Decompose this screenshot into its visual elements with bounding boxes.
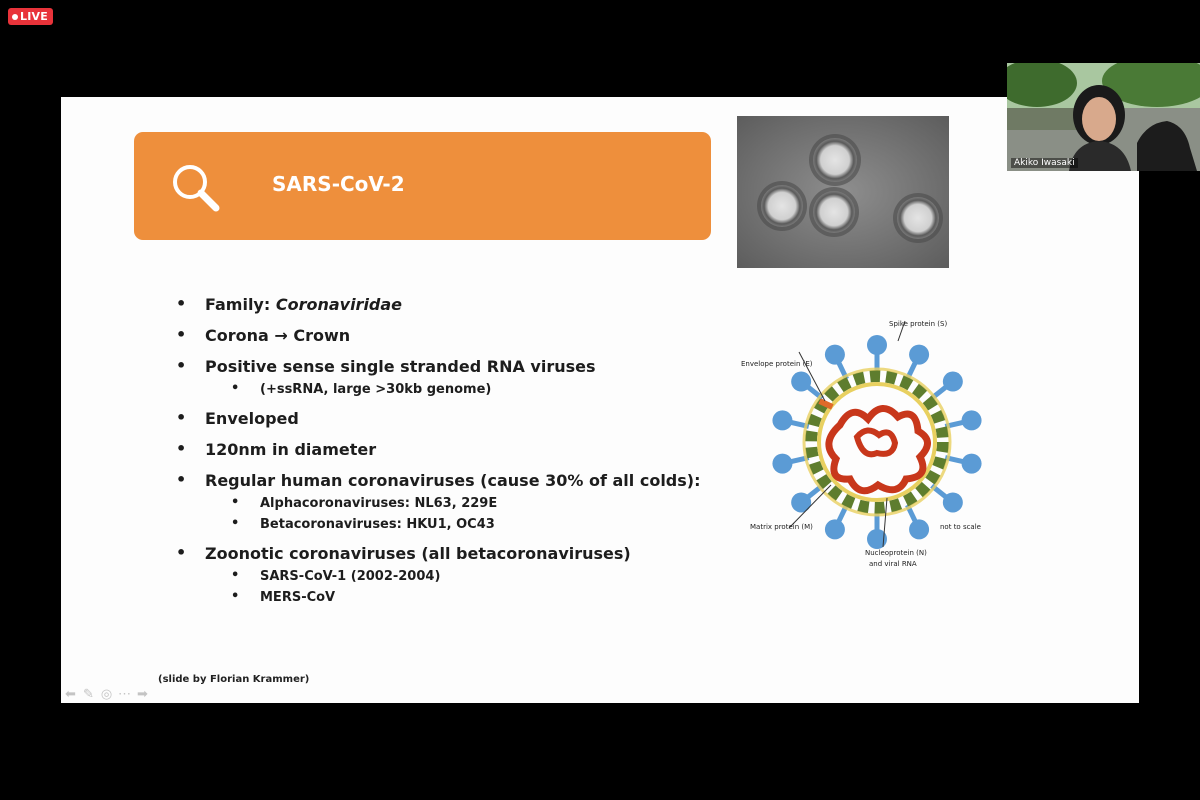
spike-head <box>772 453 793 474</box>
bullet-corona: Corona → Crown <box>176 325 736 349</box>
bullet-family: Family: Coronaviridae <box>176 294 736 318</box>
pen-icon[interactable]: ✎ <box>83 686 94 701</box>
spike-head <box>961 453 982 474</box>
label-spike: Spike protein (S) <box>889 320 947 328</box>
spike-head <box>961 410 982 431</box>
live-dot-icon <box>12 13 18 20</box>
viral-rna-strand <box>825 405 931 495</box>
webcam-participant-name: Akiko Iwasaki <box>1011 158 1078 168</box>
live-label: LIVE <box>20 10 48 23</box>
label-matrix: Matrix protein (M) <box>750 523 813 531</box>
bullet-mers: MERS-CoV <box>176 589 736 609</box>
slide-credit: (slide by Florian Krammer) <box>158 674 310 685</box>
next-slide-icon[interactable]: ➡ <box>137 686 148 701</box>
webcam-video <box>1007 63 1200 171</box>
electron-micrograph-image <box>737 116 949 268</box>
slides-overview-icon[interactable]: ◎ <box>100 686 113 701</box>
magnifier-icon <box>173 165 220 212</box>
spike-head <box>867 335 887 355</box>
spike-head <box>909 519 930 540</box>
bullet-rna: Positive sense single stranded RNA virus… <box>176 356 736 380</box>
envelope-ring <box>817 382 937 502</box>
bullet-beta: Betacoronaviruses: HKU1, OC43 <box>176 516 736 536</box>
spike-head <box>909 344 930 365</box>
spike-head <box>867 529 887 549</box>
spike-head <box>942 492 963 513</box>
spike-head <box>772 410 793 431</box>
spike-head <box>824 344 845 365</box>
label-not-to-scale: not to scale <box>940 523 981 531</box>
slide-title: SARS-CoV-2 <box>272 172 405 196</box>
spike-head <box>942 371 963 392</box>
bullet-regular-human: Regular human coronaviruses (cause 30% o… <box>176 470 736 494</box>
membrane-ring <box>805 370 949 514</box>
bullet-diameter: 120nm in diameter <box>176 439 736 463</box>
more-options-icon[interactable]: ⋯ <box>118 686 131 701</box>
virus-structure-diagram: Spike protein (S) Envelope protein (E) M… <box>741 320 982 568</box>
spike-head <box>824 519 845 540</box>
label-viral-rna: and viral RNA <box>869 560 917 568</box>
previous-slide-icon[interactable]: ⬅ <box>65 686 76 701</box>
bullet-list: Family: Coronaviridae Corona → Crown Pos… <box>176 294 736 609</box>
bullet-zoonotic: Zoonotic coronaviruses (all betacoronavi… <box>176 543 736 567</box>
live-badge: LIVE <box>8 8 53 25</box>
spike-head <box>791 371 812 392</box>
bullet-alpha: Alphacoronaviruses: NL63, 229E <box>176 495 736 515</box>
label-nucleoprotein: Nucleoprotein (N) <box>865 549 927 557</box>
presentation-slide: SARS-CoV-2 Family: Coronaviridae Corona … <box>61 97 1139 703</box>
slide-controls: ⬅ ✎ ◎ ⋯ ➡ <box>63 686 150 701</box>
spike-head <box>791 492 812 513</box>
slide-title-bar: SARS-CoV-2 <box>134 132 711 240</box>
bullet-genome: (+ssRNA, large >30kb genome) <box>176 381 736 401</box>
envelope-protein-marker <box>818 398 834 410</box>
label-envelope: Envelope protein (E) <box>741 360 813 368</box>
bullet-enveloped: Enveloped <box>176 408 736 432</box>
bullet-sars1: SARS-CoV-1 (2002-2004) <box>176 568 736 588</box>
webcam-thumbnail[interactable]: Akiko Iwasaki <box>1007 63 1200 171</box>
